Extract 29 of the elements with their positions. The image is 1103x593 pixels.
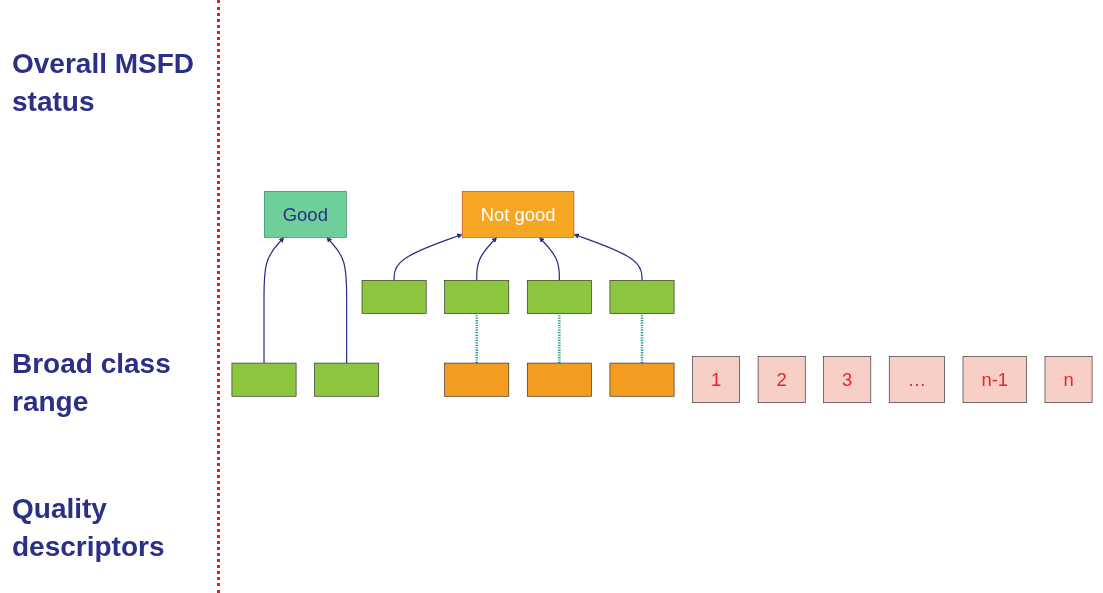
node-bar: [361, 279, 426, 314]
node-box: Good: [263, 190, 347, 238]
node-bar: [526, 279, 592, 314]
connector: [475, 313, 478, 363]
node-bar: [526, 362, 592, 397]
node-box: 2: [757, 355, 806, 403]
arrow: [325, 236, 347, 364]
node-box: 3: [822, 355, 871, 403]
row-label: Overall MSFD status: [12, 47, 196, 119]
node-bar: [609, 279, 674, 314]
arrow: [262, 236, 284, 364]
connector: [557, 313, 561, 363]
node-box: 1: [691, 355, 740, 403]
connector: [640, 313, 643, 363]
node-box: …: [888, 355, 945, 403]
arrow: [393, 233, 462, 281]
arrow: [573, 233, 643, 281]
node-box: n-1: [962, 355, 1027, 403]
node-box: Not good: [461, 190, 574, 238]
node-bar: [231, 362, 296, 397]
arrow: [475, 236, 497, 281]
arrow: [538, 236, 560, 281]
node-bar: [443, 362, 509, 397]
node-bar: [443, 279, 509, 314]
row-label: Broad class range: [12, 347, 172, 419]
node-bar: [313, 362, 379, 397]
row-label: Quality descriptors: [12, 492, 166, 564]
node-box: n: [1044, 355, 1092, 403]
node-bar: [609, 362, 674, 397]
